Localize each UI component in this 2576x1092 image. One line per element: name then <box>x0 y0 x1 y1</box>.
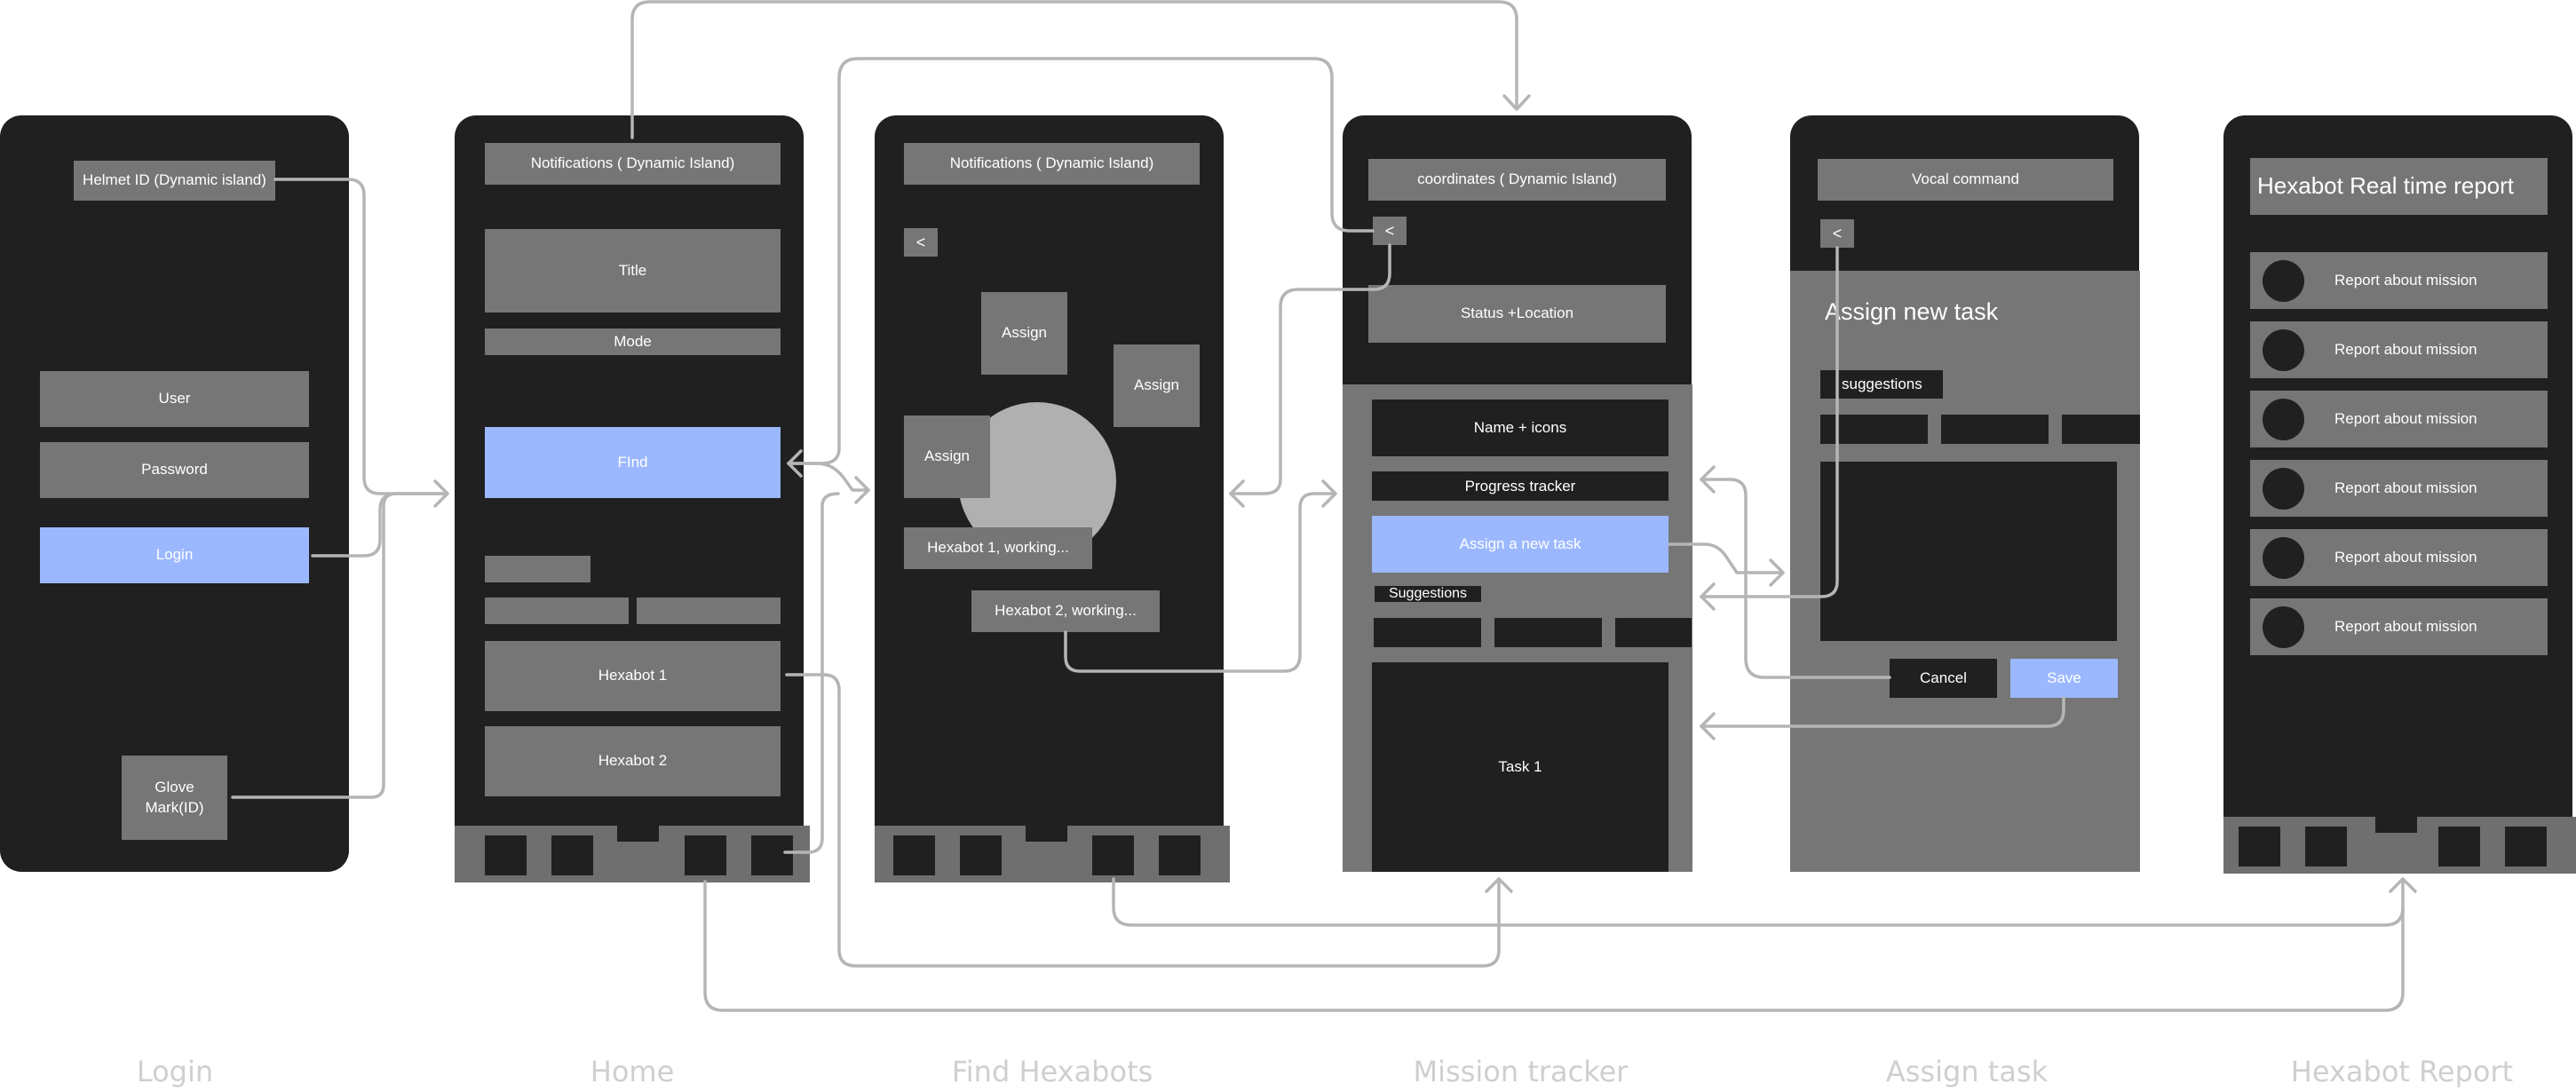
assign-button[interactable]: Assign <box>1114 344 1200 427</box>
arrowhead <box>854 476 870 504</box>
back-button[interactable]: < <box>1373 217 1407 245</box>
nav-button[interactable] <box>2438 827 2480 866</box>
screen-caption-report: Hexabot Report <box>2290 1055 2514 1088</box>
arrowhead <box>1769 558 1785 587</box>
helmet-id-field[interactable]: Helmet ID (Dynamic island) <box>74 161 275 201</box>
assign-task-heading: Assign new task <box>1825 298 1999 325</box>
report-row[interactable]: Report about mission <box>2250 460 2548 517</box>
report-row-label: Report about mission <box>2334 341 2477 358</box>
suggestion-chip[interactable] <box>1820 415 1928 444</box>
save-button[interactable]: Save <box>2010 659 2118 698</box>
screen-caption-find: Find Hexabots <box>951 1055 1153 1088</box>
hexabot-2-status[interactable]: Hexabot 2, working... <box>971 590 1160 632</box>
nav-button[interactable] <box>960 835 1002 875</box>
arrowhead <box>433 479 449 508</box>
password-field[interactable]: Password <box>40 442 309 498</box>
connector <box>703 877 2405 1012</box>
home-title: Title <box>485 229 781 313</box>
placeholder-bar <box>485 556 590 582</box>
suggestion-chip[interactable] <box>2062 415 2140 444</box>
arrowhead <box>1700 712 1716 740</box>
avatar <box>2263 536 2304 579</box>
hexabot-2-card[interactable]: Hexabot 2 <box>485 726 781 796</box>
suggestion-chip[interactable] <box>1374 618 1481 647</box>
arrowhead <box>1321 479 1337 508</box>
back-button[interactable]: < <box>1820 219 1854 248</box>
avatar <box>2263 259 2304 302</box>
avatar <box>2263 328 2304 371</box>
arrowhead <box>1502 94 1531 111</box>
back-button[interactable]: < <box>904 228 938 257</box>
notifications-island[interactable]: Notifications ( Dynamic Island) <box>485 143 781 185</box>
report-row[interactable]: Report about mission <box>2250 529 2548 586</box>
suggestion-chip[interactable] <box>1941 415 2049 444</box>
connector <box>1112 877 2405 927</box>
nav-button[interactable] <box>893 835 935 875</box>
suggestions-label: Suggestions <box>1375 586 1481 602</box>
task-text-area[interactable] <box>1820 462 2117 641</box>
nav-button[interactable] <box>1092 835 1134 875</box>
nav-button[interactable] <box>2305 827 2347 866</box>
screen-caption-assign: Assign task <box>1885 1055 2049 1088</box>
progress-tracker: Progress tracker <box>1372 471 1668 501</box>
report-row[interactable]: Report about mission <box>2250 252 2548 309</box>
arrowhead <box>1229 479 1245 508</box>
screen-caption-login: Login <box>136 1055 214 1088</box>
assign-new-task-button[interactable]: Assign a new task <box>1372 516 1668 573</box>
report-row-label: Report about mission <box>2334 272 2477 289</box>
screen-caption-mission: Mission tracker <box>1413 1055 1629 1088</box>
arrowhead <box>1485 877 1513 893</box>
nav-button[interactable] <box>551 835 593 875</box>
avatar <box>2263 398 2304 440</box>
hexabot-1-card[interactable]: Hexabot 1 <box>485 641 781 711</box>
nav-button[interactable] <box>2239 827 2280 866</box>
avatar <box>2263 467 2304 510</box>
nav-button[interactable] <box>685 835 726 875</box>
nav-button[interactable] <box>485 835 527 875</box>
hexabot-1-status[interactable]: Hexabot 1, working... <box>904 527 1092 569</box>
report-row[interactable]: Report about mission <box>2250 598 2548 655</box>
nav-center-notch <box>617 819 659 842</box>
nav-button[interactable] <box>751 835 793 875</box>
arrowhead <box>2389 877 2417 893</box>
notifications-island[interactable]: Notifications ( Dynamic Island) <box>904 143 1200 185</box>
screen-caption-home: Home <box>590 1055 675 1088</box>
name-icons-row: Name + icons <box>1372 400 1668 456</box>
avatar <box>2263 605 2304 648</box>
assign-button[interactable]: Assign <box>904 415 990 498</box>
coordinates-island[interactable]: coordinates ( Dynamic Island) <box>1368 159 1666 201</box>
suggestion-chip[interactable] <box>1494 618 1602 647</box>
task-1-card[interactable]: Task 1 <box>1372 662 1668 872</box>
report-heading: Hexabot Real time report <box>2250 158 2548 215</box>
report-row-label: Report about mission <box>2334 618 2477 635</box>
nav-center-notch <box>2375 810 2417 833</box>
nav-button[interactable] <box>2505 827 2547 866</box>
assign-button[interactable]: Assign <box>981 292 1067 375</box>
arrowhead <box>1700 582 1716 611</box>
report-row[interactable]: Report about mission <box>2250 391 2548 447</box>
cancel-button[interactable]: Cancel <box>1890 659 1997 698</box>
report-row-label: Report about mission <box>2334 479 2477 496</box>
placeholder-bar <box>637 597 781 624</box>
user-field[interactable]: User <box>40 371 309 427</box>
status-location: Status +Location <box>1368 285 1666 343</box>
report-row-label: Report about mission <box>2334 410 2477 427</box>
placeholder-bar <box>485 597 629 624</box>
suggestions-label: suggestions <box>1820 370 1943 399</box>
report-row[interactable]: Report about mission <box>2250 321 2548 378</box>
mode-selector[interactable]: Mode <box>485 328 781 355</box>
login-button[interactable]: Login <box>40 527 309 583</box>
nav-center-notch <box>1026 819 1067 842</box>
nav-button[interactable] <box>1159 835 1201 875</box>
vocal-command[interactable]: Vocal command <box>1818 159 2113 201</box>
suggestion-chip[interactable] <box>1615 618 1692 647</box>
find-button[interactable]: FInd <box>485 427 781 498</box>
report-row-label: Report about mission <box>2334 549 2477 566</box>
arrowhead <box>1700 465 1716 494</box>
glove-mark-field[interactable]: Glove Mark(ID) <box>122 756 227 840</box>
